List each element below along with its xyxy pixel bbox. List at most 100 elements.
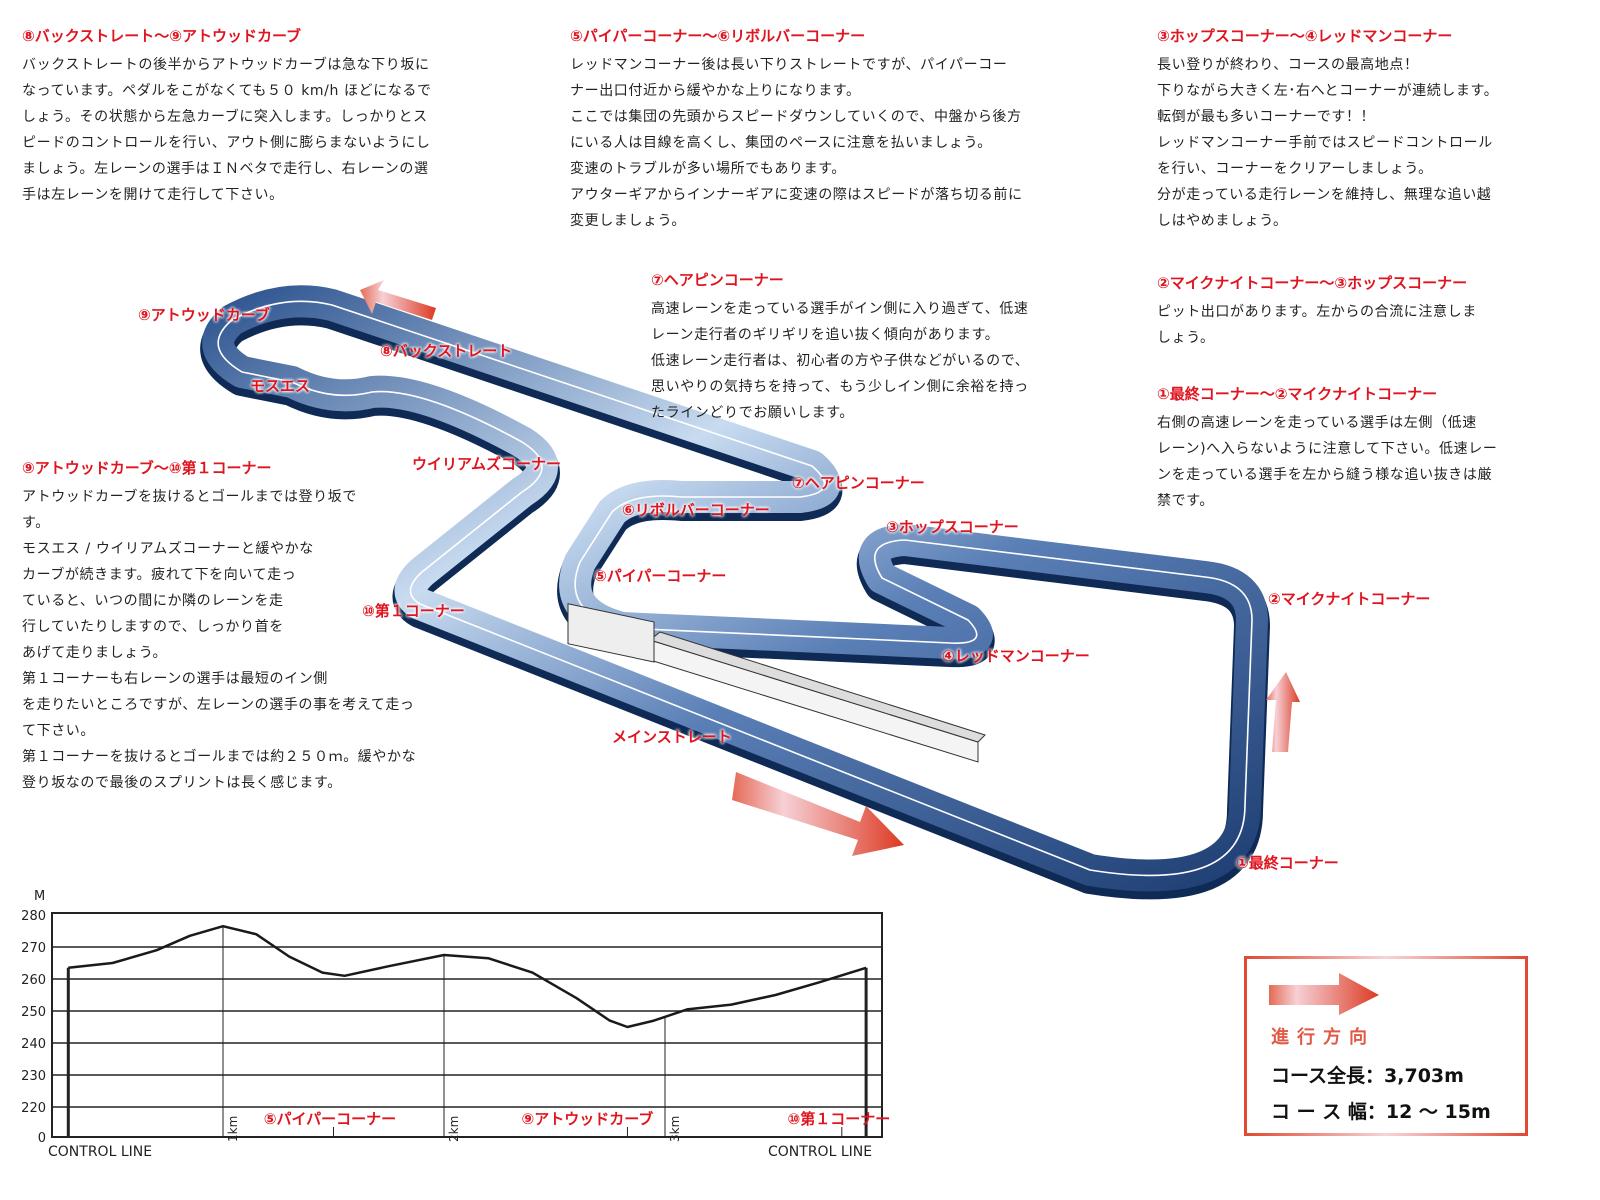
map-label: ⑩第１コーナー <box>362 602 465 620</box>
direction-arrow-icon <box>1269 973 1379 1015</box>
y-tick-label: 260 <box>21 973 46 988</box>
info-block-title: ⑨アトウッドカーブ〜⑩第１コーナー <box>22 459 272 477</box>
info-block-line: を走りたいところですが、左レーンの選手の事を考えて走っ <box>22 697 415 713</box>
info-block-line: 転倒が最も多いコーナーです！！ <box>1157 109 1376 125</box>
map-label: ⑨アトウッドカーブ <box>138 306 270 324</box>
end-control-line-label: CONTROL LINE <box>768 1144 872 1160</box>
course-length: コース全長：3,703m <box>1271 1065 1464 1087</box>
info-block-line: ましょう。左レーンの選手はＩＮベタで走行し、右レーンの選 <box>22 161 429 177</box>
info-block-line: 思いやりの気持ちを持って、もう少しイン側に余裕を持っ <box>651 379 1029 395</box>
info-block-b7: ⑦ヘアピンコーナー高速レーンを走っている選手がイン側に入り過ぎて、低速レーン走行… <box>651 270 1029 426</box>
info-block-line: カーブが続きます。疲れて下を向いて走っ <box>22 567 297 583</box>
map-label: モスエス <box>250 377 311 395</box>
direction-arrow-back-straight <box>360 280 436 320</box>
annotation-label: ⑤パイパーコーナー <box>264 1110 396 1128</box>
info-block-b2-3: ②マイクナイトコーナー〜③ホップスコーナーピット出口があります。左からの合流に注… <box>1157 273 1477 351</box>
info-block-line: バックストレートの後半からアトウッドカーブは急な下り坂に <box>22 57 430 73</box>
course-width: コ ー ス 幅：12 〜 15m <box>1271 1101 1491 1123</box>
y-axis-unit: M <box>34 889 45 904</box>
info-block-line: 低速レーン走行者は、初心者の方や子供などがいるので、 <box>651 353 1030 369</box>
info-block-line: たラインどりでお願いします。 <box>651 405 854 421</box>
y-tick-label: 250 <box>21 1005 46 1020</box>
direction-arrow-main-straight <box>732 772 904 856</box>
info-block-line: 変速のトラブルが多い場所でもあります。 <box>570 161 846 177</box>
info-block-line: なっています。ペダルをこがなくても５０ km/h ほどになるで <box>22 83 432 99</box>
y-tick-label: 230 <box>21 1069 46 1084</box>
info-block-line: 右側の高速レーンを走っている選手は左側（低速 <box>1157 415 1477 431</box>
info-block-line: 行していたりしますので、しっかり首を <box>22 619 284 635</box>
track <box>200 285 1270 900</box>
info-block-line: あげて走りましょう。 <box>22 645 168 661</box>
map-label: ③ホップスコーナー <box>886 518 1019 536</box>
info-block-line: を行い、コーナーをクリアーしましょう。 <box>1157 161 1433 177</box>
map-label: ④レッドマンコーナー <box>942 647 1090 665</box>
km-tick-label: 1km <box>226 1116 240 1142</box>
direction-arrow-right-side <box>1266 672 1300 752</box>
info-block-title: ③ホップスコーナー〜④レッドマンコーナー <box>1157 27 1453 45</box>
y-tick-label: 280 <box>21 909 46 924</box>
y-tick-label: 220 <box>21 1101 46 1116</box>
info-block-line: 第１コーナーも右レーンの選手は最短のイン側 <box>22 671 328 687</box>
info-block-line: ピードのコントロールを行い、アウト側に膨らまないようにし <box>22 135 431 151</box>
annotation-label: ⑨アトウッドカーブ <box>522 1110 654 1128</box>
map-label: ⑥リボルバーコーナー <box>622 501 770 519</box>
km-tick-label: 3km <box>668 1116 682 1142</box>
info-block-line: レーン)へ入らないように注意して下さい。低速レー <box>1157 441 1498 457</box>
map-label: ⑤パイパーコーナー <box>594 567 727 585</box>
info-block-line: ていると、いつの間にか隣のレーンを走 <box>22 593 284 609</box>
info-block-b8-9: ⑧バックストレート〜⑨アトウッドカーブバックストレートの後半からアトウッドカーブ… <box>22 26 432 208</box>
map-label: ②マイクナイトコーナー <box>1268 590 1431 608</box>
info-block-b9-10: ⑨アトウッドカーブ〜⑩第１コーナーアトウッドカーブを抜けるとゴールまでは登り坂で… <box>22 458 416 796</box>
y-tick-label: 0 <box>38 1131 46 1146</box>
info-block-line: 変更しましょう。 <box>570 213 686 229</box>
info-block-title: ⑧バックストレート〜⑨アトウッドカーブ <box>22 27 302 45</box>
info-block-line: レッドマンコーナー後は長い下りストレートですが、パイパーコー <box>570 57 1008 73</box>
info-block-title: ②マイクナイトコーナー〜③ホップスコーナー <box>1157 274 1468 292</box>
map-label: ⑧バックストレート <box>380 342 513 360</box>
elevation-profile-chart: 0 220 230 240 250 260 270 280 M 1km 2km 3km ⑤パイパーコーナ… <box>21 889 891 1160</box>
map-label: ①最終コーナー <box>1236 854 1339 872</box>
info-block-line: 長い登りが終わり、コースの最高地点！ <box>1157 57 1419 73</box>
y-tick-label: 240 <box>21 1037 46 1052</box>
info-block-line: 下りながら大きく左･右へとコーナーが連続します。 <box>1157 83 1499 99</box>
map-label: メインストレート <box>612 728 732 746</box>
info-block-line: しょう。 <box>1157 330 1215 346</box>
info-block-b1-2: ①最終コーナー〜②マイクナイトコーナー右側の高速レーンを走っている選手は左側（低… <box>1157 384 1497 514</box>
annotation-label: ⑩第１コーナー <box>788 1110 891 1128</box>
info-block-line: レッドマンコーナー手前ではスピードコントロール <box>1157 135 1493 151</box>
info-block-line: アトウッドカーブを抜けるとゴールまでは登り坂で <box>22 489 357 505</box>
chart-frame <box>51 912 883 1138</box>
info-block-line: しょう。その状態から左急カーブに突入します。しっかりとス <box>22 109 428 125</box>
info-block-line: アウターギアからインナーギアに変速の際はスピードが落ち切る前に <box>570 187 1023 203</box>
elevation-line <box>68 924 867 1029</box>
info-block-line: しはやめましょう。 <box>1157 213 1288 229</box>
start-control-line-label: CONTROL LINE <box>48 1144 152 1160</box>
y-tick-label: 270 <box>21 941 46 956</box>
info-block-b3-4: ③ホップスコーナー〜④レッドマンコーナー長い登りが終わり、コースの最高地点！ 下り… <box>1157 26 1498 234</box>
map-label: ウイリアムズコーナー <box>412 455 561 473</box>
info-block-line: にいる人は目線を高くし、集団のペースに注意を払いましょう。 <box>570 135 992 151</box>
info-block-line: ピット出口があります。左からの合流に注意しま <box>1157 304 1477 320</box>
grandstand-building <box>567 603 986 763</box>
info-block-line: ンを走っている選手を左から縫う様な追い抜きは厳 <box>1157 467 1493 483</box>
course-map <box>200 280 1300 900</box>
direction-label: 進行方向 <box>1271 1027 1375 1048</box>
info-block-title: ①最終コーナー〜②マイクナイトコーナー <box>1157 385 1438 403</box>
course-legend: 進行方向 コース全長：3,703m コ ー ス 幅：12 〜 15m <box>1244 956 1528 1136</box>
info-block-line: レーン走行者のギリギリを追い抜く傾向があります。 <box>651 327 1000 343</box>
info-block-line: 禁です。 <box>1157 493 1214 509</box>
info-block-line: 高速レーンを走っている選手がイン側に入り過ぎて、低速 <box>651 301 1029 317</box>
km-tick-label: 2km <box>447 1116 461 1142</box>
info-block-line: 分が走っている走行レーンを維持し、無理な追い越 <box>1157 187 1492 203</box>
info-block-line: ここでは集団の先頭からスピードダウンしていくので、中盤から後方 <box>570 109 1022 125</box>
info-block-line: ナー出口付近から緩やかな上りになります。 <box>570 83 861 99</box>
info-block-line: す。 <box>22 515 50 531</box>
info-block-line: 登り坂なので最後のスプリントは長く感じます。 <box>22 775 342 791</box>
map-label: ⑦ヘアピンコーナー <box>792 474 925 492</box>
info-block-title: ⑦ヘアピンコーナー <box>651 271 784 289</box>
info-block-line: モスエス / ウイリアムズコーナーと緩やかな <box>22 541 314 557</box>
info-block-line: 第１コーナーを抜けるとゴールまでは約２５０ｍ。緩やかな <box>22 749 417 765</box>
info-block-title: ⑤パイパーコーナー〜⑥リボルバーコーナー <box>570 27 866 45</box>
info-block-line: て下さい。 <box>22 723 95 739</box>
info-block-b5-6: ⑤パイパーコーナー〜⑥リボルバーコーナーレッドマンコーナー後は長い下りストレート… <box>570 26 1023 234</box>
